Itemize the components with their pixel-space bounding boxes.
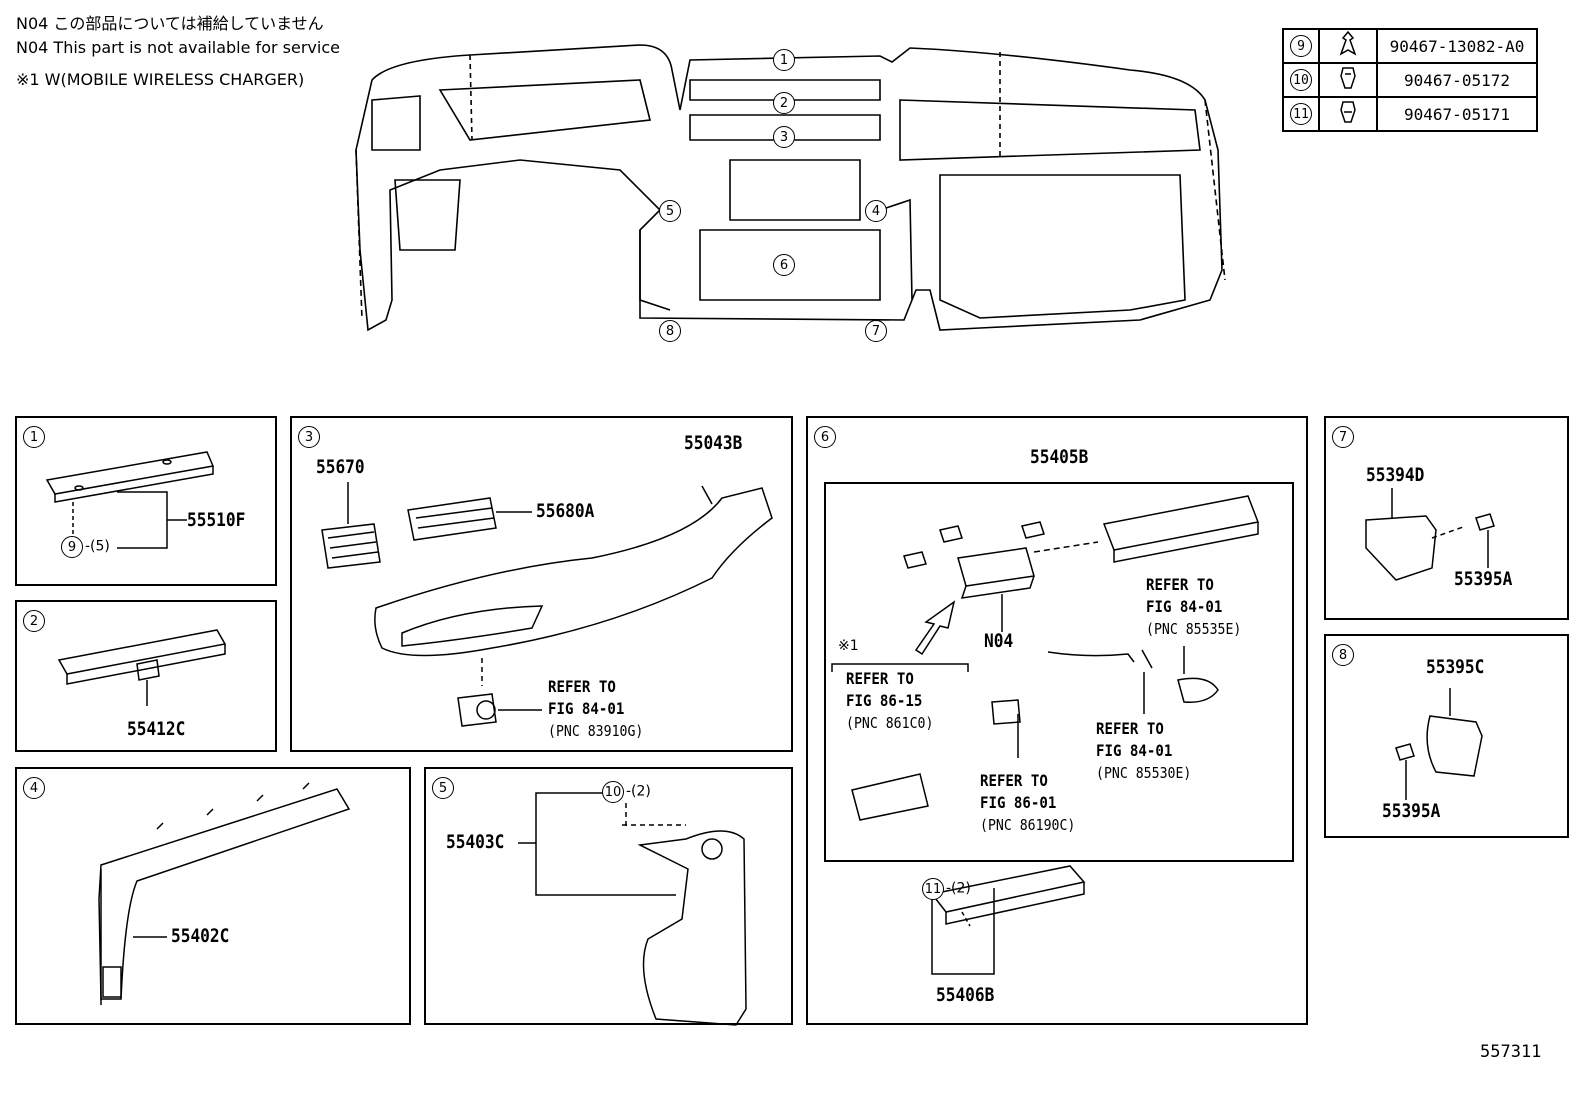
figure-number: 557311 xyxy=(1480,1042,1542,1062)
part-label-55043B: 55043B xyxy=(684,432,743,454)
overview-callout-8: 8 xyxy=(659,320,681,342)
callout-11: 11 xyxy=(1290,103,1312,126)
callout-11: 11 xyxy=(922,878,944,900)
overview-callout-6: 6 xyxy=(773,254,795,276)
overview-callout-1: 1 xyxy=(773,49,795,71)
parts-row: 9 90467-13082-A0 xyxy=(1282,28,1538,64)
console-subassembly-box xyxy=(824,482,1294,862)
dashboard-overview-drawing xyxy=(355,44,1226,332)
part-label-55395C: 55395C xyxy=(1426,656,1485,678)
clip-parts-table: 9 90467-13082-A0 10 90467-05172 11 90467… xyxy=(1282,28,1538,132)
callout-9: 9 xyxy=(1290,35,1312,58)
part-label-55394D: 55394D xyxy=(1366,464,1425,486)
detail-panel-4: 4 55402C xyxy=(15,767,411,1025)
part-number: 90467-05172 xyxy=(1376,62,1538,98)
callout-9: 9 xyxy=(61,536,83,558)
detail-panel-6: 6 55405B N04 ※1 REFER TO FIG 84-01 (PNC 85… xyxy=(806,416,1308,1025)
quantity-text: -(5) xyxy=(85,538,110,555)
detail-panel-5: 5 55403C 10-(2) xyxy=(424,767,793,1026)
refer-line: FIG 86-15 xyxy=(846,691,923,710)
refer-to-note: REFER TO FIG 84-01 (PNC 85530E) xyxy=(1096,718,1191,784)
panel-callout: 6 xyxy=(814,426,836,448)
detail-panel-1: 1 55510F 9-(5) xyxy=(15,416,277,586)
callout-10: 10 xyxy=(1290,69,1312,92)
parts-row: 11 90467-05171 xyxy=(1282,96,1538,132)
parts-row: 10 90467-05172 xyxy=(1282,62,1538,98)
panel-callout: 1 xyxy=(23,426,45,448)
refer-line: (PNC 86190C) xyxy=(980,816,1076,834)
refer-line: FIG 84-01 xyxy=(1146,597,1223,616)
overview-callout-7: 7 xyxy=(865,320,887,342)
part-label-55405B: 55405B xyxy=(1030,446,1089,468)
part-label-55680A: 55680A xyxy=(536,500,595,522)
detail-panel-3: 3 55670 55680A 55043B REFER TO FIG 84-01 (… xyxy=(290,416,793,752)
part-label-55670: 55670 xyxy=(316,456,365,478)
panel-callout: 2 xyxy=(23,610,45,632)
overview-callout-4: 4 xyxy=(865,200,887,222)
panel-callout: 8 xyxy=(1332,644,1354,666)
note-mark: ※1 xyxy=(838,638,859,654)
part-label-55395A: 55395A xyxy=(1454,568,1513,590)
refer-to-note: REFER TO FIG 84-01 (PNC 83910G) xyxy=(548,676,643,742)
panel-callout: 3 xyxy=(298,426,320,448)
panel-callout: 4 xyxy=(23,777,45,799)
refer-line: REFER TO xyxy=(846,669,914,688)
panel-callout: 5 xyxy=(432,777,454,799)
detail-panel-7: 7 55394D 55395A xyxy=(1324,416,1569,620)
quantity-text: -(2) xyxy=(626,783,651,800)
detail-panel-8: 8 55395C 55395A xyxy=(1324,634,1569,838)
refer-line: FIG 86-01 xyxy=(980,793,1057,812)
callout-10: 10 xyxy=(602,781,624,803)
clip-quantity: 11-(2) xyxy=(922,878,971,900)
part-number: 90467-05171 xyxy=(1376,96,1538,132)
note-n04-english: N04 This part is not available for servi… xyxy=(16,38,340,57)
clip-quantity: 10-(2) xyxy=(602,781,651,803)
detail-panel-2: 2 55412C xyxy=(15,600,277,752)
part-label-55412C: 55412C xyxy=(127,718,186,740)
refer-to-note: REFER TO FIG 86-15 (PNC 861C0) xyxy=(846,668,933,734)
part-label-55510F: 55510F xyxy=(187,509,246,531)
refer-line: REFER TO xyxy=(980,771,1048,790)
refer-to-note: REFER TO FIG 86-01 (PNC 86190C) xyxy=(980,770,1075,836)
refer-line: FIG 84-01 xyxy=(548,699,625,718)
refer-line: (PNC 861C0) xyxy=(846,714,934,732)
refer-line: (PNC 85530E) xyxy=(1096,764,1192,782)
part-label-55406B: 55406B xyxy=(936,984,995,1006)
part-number: 90467-13082-A0 xyxy=(1376,28,1538,64)
refer-to-note: REFER TO FIG 84-01 (PNC 85535E) xyxy=(1146,574,1241,640)
panel-callout: 7 xyxy=(1332,426,1354,448)
n04-label: N04 xyxy=(984,630,1014,652)
refer-line: REFER TO xyxy=(1146,575,1214,594)
refer-line: (PNC 83910G) xyxy=(548,722,644,740)
clip-quantity: 9-(5) xyxy=(61,536,110,558)
refer-line: REFER TO xyxy=(1096,719,1164,738)
quantity-text: -(2) xyxy=(946,880,971,897)
refer-line: FIG 84-01 xyxy=(1096,741,1173,760)
part-label-55402C: 55402C xyxy=(171,925,230,947)
part-label-55395A: 55395A xyxy=(1382,800,1441,822)
refer-line: (PNC 85535E) xyxy=(1146,620,1242,638)
note-n04-japanese: N04 この部品については補給していません xyxy=(16,14,324,33)
refer-line: REFER TO xyxy=(548,677,616,696)
clip-icon xyxy=(1318,28,1378,64)
part-label-55403C: 55403C xyxy=(446,831,505,853)
clip-icon xyxy=(1318,96,1378,132)
note-wireless-charger: ※1 W(MOBILE WIRELESS CHARGER) xyxy=(16,70,305,89)
overview-callout-3: 3 xyxy=(773,126,795,148)
clip-icon xyxy=(1318,62,1378,98)
overview-callout-5: 5 xyxy=(659,200,681,222)
overview-callout-2: 2 xyxy=(773,92,795,114)
